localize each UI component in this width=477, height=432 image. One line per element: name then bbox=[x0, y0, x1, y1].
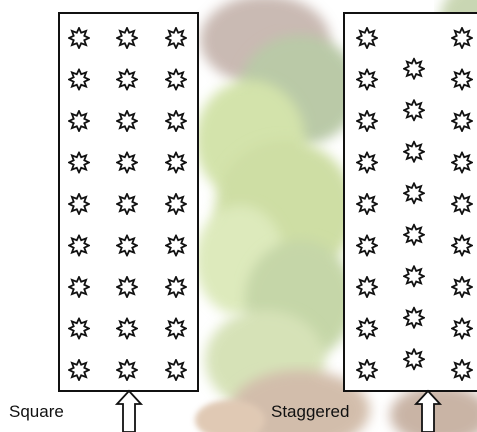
plant-icon bbox=[452, 236, 472, 256]
plant-icon bbox=[404, 100, 424, 120]
plant-icon bbox=[166, 70, 186, 90]
plant-icon bbox=[117, 277, 137, 297]
plant-icon bbox=[69, 236, 89, 256]
plant-icon bbox=[404, 59, 424, 79]
plant-icon bbox=[166, 28, 186, 48]
plant-icon bbox=[452, 28, 472, 48]
plant-icon bbox=[117, 28, 137, 48]
plant-icon bbox=[357, 153, 377, 173]
plant-icon bbox=[117, 153, 137, 173]
plant-icon bbox=[452, 277, 472, 297]
plant-icon bbox=[117, 236, 137, 256]
staggered-pointer-arrow-icon bbox=[416, 391, 440, 432]
plant-icon bbox=[166, 111, 186, 131]
plant-icon bbox=[117, 70, 137, 90]
plant-icon bbox=[357, 236, 377, 256]
plant-icon bbox=[69, 28, 89, 48]
plant-icon bbox=[69, 277, 89, 297]
plant-icon bbox=[404, 142, 424, 162]
plant-icon bbox=[404, 183, 424, 203]
plant-icon bbox=[117, 360, 137, 380]
plant-icon bbox=[452, 111, 472, 131]
plant-icon bbox=[357, 360, 377, 380]
plant-icon bbox=[357, 28, 377, 48]
plant-icon bbox=[357, 194, 377, 214]
plant-icon bbox=[69, 360, 89, 380]
plant-icon bbox=[452, 70, 472, 90]
plant-icon bbox=[404, 349, 424, 369]
plant-icon bbox=[404, 266, 424, 286]
square-plant-grid bbox=[69, 28, 186, 380]
plant-icon bbox=[166, 194, 186, 214]
plant-icon bbox=[166, 236, 186, 256]
plant-icon bbox=[452, 153, 472, 173]
plant-icon bbox=[69, 194, 89, 214]
plant-icon bbox=[357, 277, 377, 297]
plant-icon bbox=[452, 319, 472, 339]
plant-icon bbox=[357, 319, 377, 339]
plant-icon bbox=[117, 194, 137, 214]
plant-icon bbox=[69, 70, 89, 90]
plant-icon bbox=[69, 319, 89, 339]
square-pointer-arrow-icon bbox=[117, 391, 141, 432]
plant-icon bbox=[452, 360, 472, 380]
plant-icon bbox=[69, 111, 89, 131]
staggered-layout-label: Staggered bbox=[271, 403, 349, 420]
plant-icon bbox=[452, 194, 472, 214]
plant-icon bbox=[166, 319, 186, 339]
plant-icon bbox=[69, 153, 89, 173]
plant-icon bbox=[166, 360, 186, 380]
plant-icon bbox=[117, 111, 137, 131]
plant-icon bbox=[357, 111, 377, 131]
plant-icon bbox=[117, 319, 137, 339]
plant-icon bbox=[166, 277, 186, 297]
plant-icon bbox=[404, 225, 424, 245]
square-layout-label: Square bbox=[9, 403, 64, 420]
plant-icon bbox=[404, 308, 424, 328]
plant-icon bbox=[166, 153, 186, 173]
plant-icon bbox=[357, 70, 377, 90]
